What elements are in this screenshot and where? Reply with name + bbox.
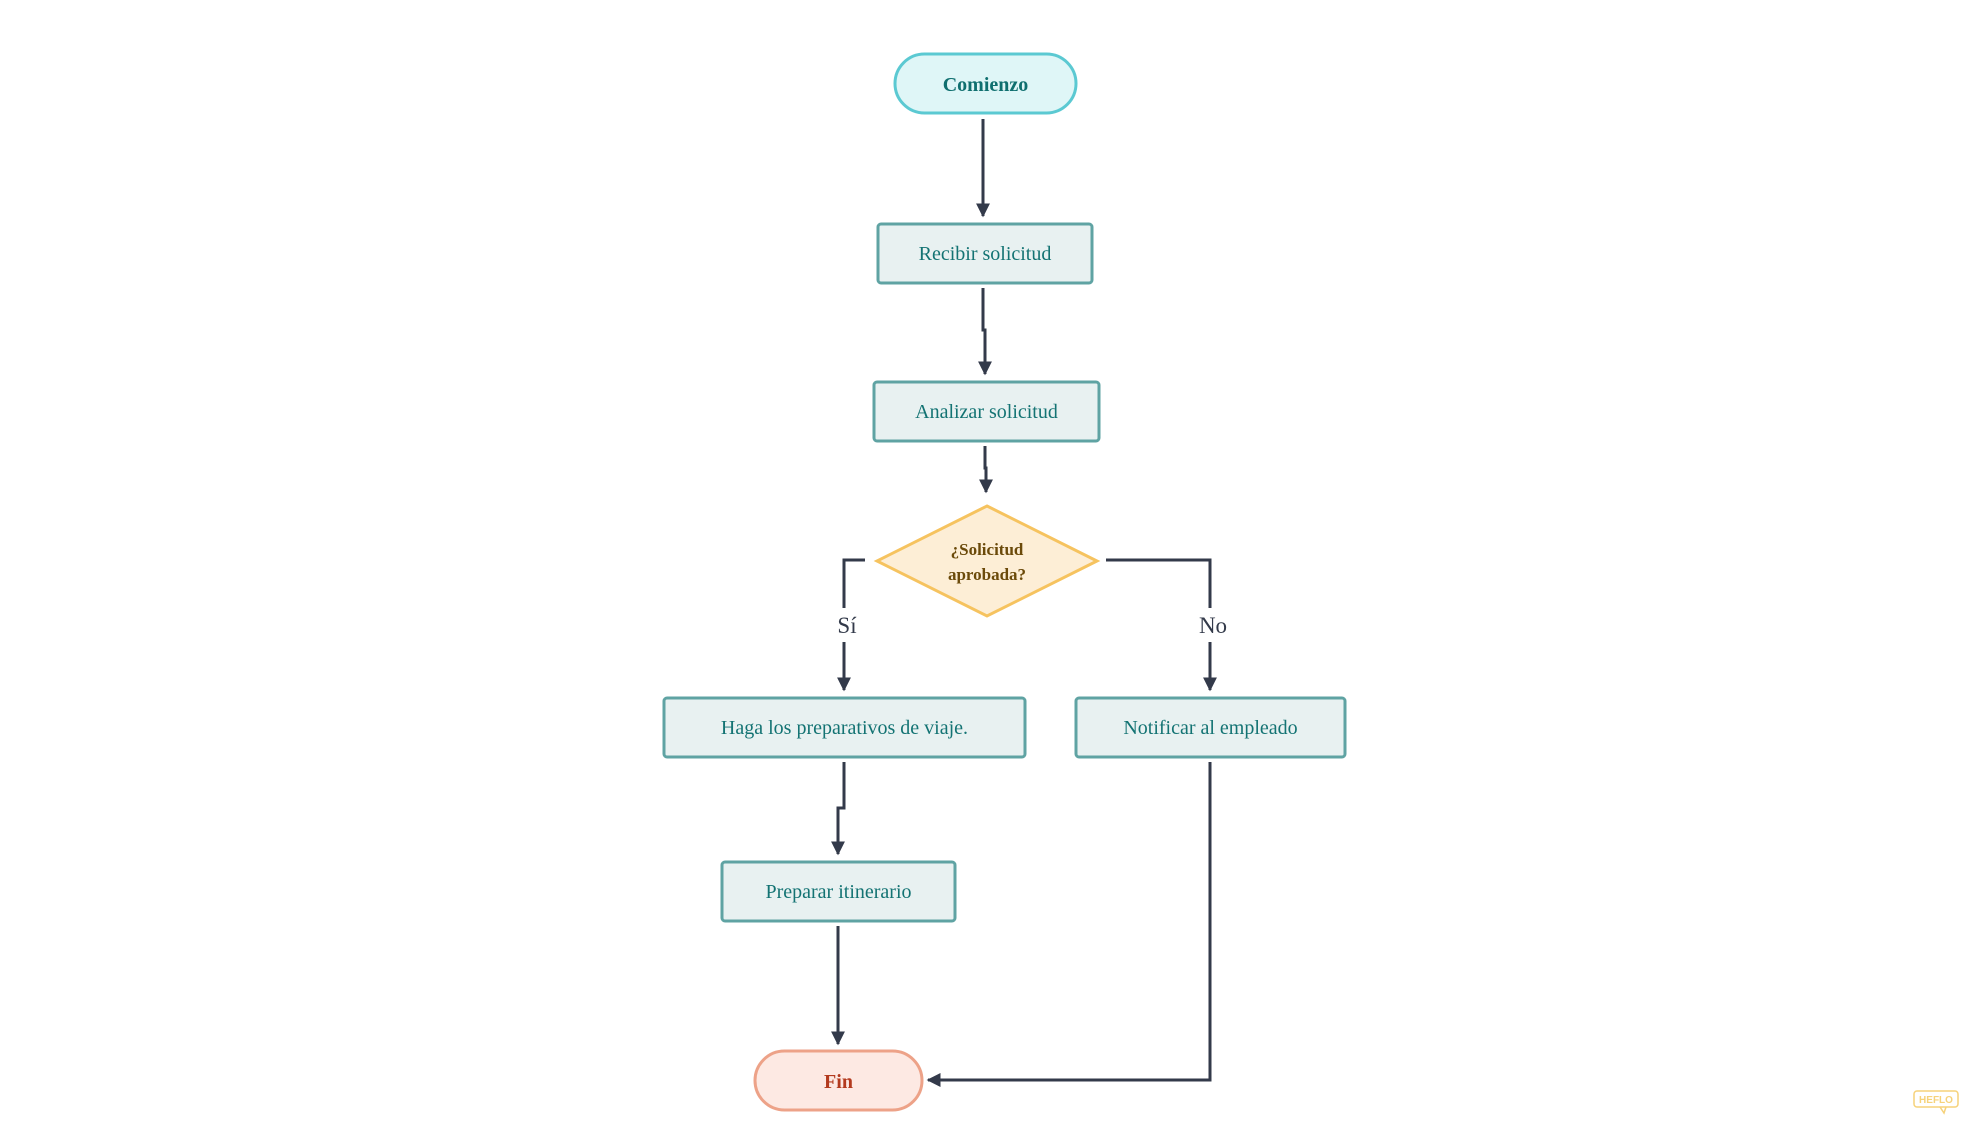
heflo-logo-tail	[1939, 1106, 1947, 1115]
heflo-logo: HEFLO	[1913, 1090, 1959, 1115]
end-label: Fin	[824, 1071, 853, 1093]
node-notify-employee[interactable]: Notificar al empleado	[1074, 696, 1347, 759]
node-travel-arrangements[interactable]: Haga los preparativos de viaje.	[662, 696, 1027, 759]
decision-diamond	[873, 504, 1101, 618]
process-box	[662, 696, 1027, 759]
heflo-logo-text: HEFLO	[1919, 1095, 1953, 1106]
decision-label-line1: ¿Solicitud	[951, 540, 1024, 559]
node-prepare-itinerary[interactable]: Preparar itinerario	[720, 860, 957, 923]
edge-decision-no-to-notify	[1106, 558, 1217, 692]
edge-decision-yes-to-travel	[837, 558, 865, 692]
process-box	[720, 860, 957, 923]
travel-label: Haga los preparativos de viaje.	[721, 717, 968, 739]
edge-travel-to-itinerary	[831, 762, 846, 856]
process-box	[876, 222, 1094, 285]
node-end[interactable]: Fin	[753, 1049, 924, 1112]
edge-labels: Sí No	[830, 608, 1230, 642]
node-analyze-request[interactable]: Analizar solicitud	[872, 380, 1101, 443]
edge-notify-to-end	[926, 762, 1212, 1087]
process-box	[1074, 696, 1347, 759]
itinerary-label: Preparar itinerario	[765, 881, 911, 903]
notify-label: Notificar al empleado	[1123, 717, 1297, 739]
yes-label: Sí	[837, 613, 857, 638]
node-start[interactable]: Comienzo	[893, 52, 1078, 115]
end-terminal-shape	[753, 1049, 924, 1112]
no-label: No	[1199, 613, 1227, 638]
node-decision-approved[interactable]: ¿Solicitud aprobada?	[873, 504, 1101, 618]
connectors	[831, 119, 1217, 1087]
heflo-logo-box	[1913, 1090, 1959, 1108]
receive-label: Recibir solicitud	[919, 243, 1052, 265]
analyze-label: Analizar solicitud	[915, 401, 1058, 423]
decision-label-line2: aprobada?	[948, 565, 1026, 584]
yes-label-bg	[830, 608, 858, 642]
edge-receive-to-analyze	[978, 288, 992, 376]
process-box	[872, 380, 1101, 443]
node-receive-request[interactable]: Recibir solicitud	[876, 222, 1094, 285]
start-terminal-shape	[893, 52, 1078, 115]
start-label: Comienzo	[943, 74, 1029, 96]
no-label-bg	[1194, 608, 1230, 642]
edge-analyze-to-decision	[979, 446, 993, 494]
